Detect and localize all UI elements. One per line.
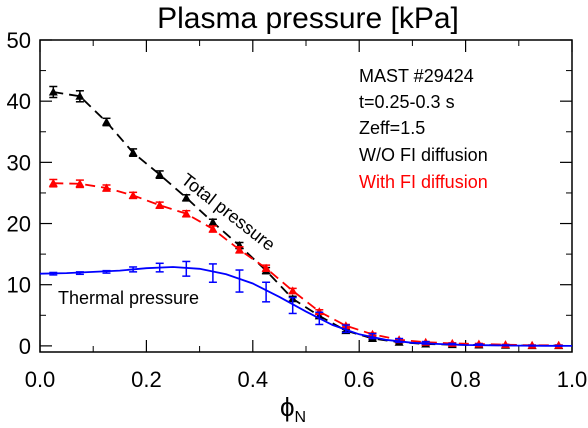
data-point [208,224,218,233]
data-point [155,200,165,209]
plot-axes [39,39,573,353]
annotation-block: MAST #29424 t=0.25-0.3 s Zeff=1.5 W/O FI… [359,66,488,192]
y-tick-label: 0 [19,334,31,359]
x-tick-label: 0.6 [344,367,375,392]
annotation-zeff: Zeff=1.5 [359,118,425,138]
data-point [102,183,111,192]
data-point [155,170,165,179]
annotation-without-fi: W/O FI diffusion [359,145,488,165]
x-tick-label: 0.0 [25,367,56,392]
y-tick-label: 30 [7,150,31,175]
data-point [208,217,218,226]
series-1 [48,178,564,349]
y-tick-label: 20 [7,212,31,237]
data-point [48,178,58,187]
data-point [102,117,111,126]
x-tick-label: 0.2 [131,367,162,392]
series-line [53,182,559,347]
thermal-pressure-label: Thermal pressure [58,288,199,308]
data-series [39,85,573,350]
data-point [288,286,298,295]
data-point [181,193,191,202]
annotation-with-fi: With FI diffusion [359,172,488,192]
data-point [128,148,138,157]
x-axis-label-main: ϕ [280,392,295,422]
y-tick-label: 40 [7,89,31,114]
series-2 [39,260,573,347]
data-point [314,307,324,316]
data-point [75,91,85,100]
x-axis-label: ϕN [280,392,306,426]
series-0 [48,85,564,350]
y-tick-label: 10 [7,273,31,298]
total-pressure-label: Total pressure [178,169,279,254]
annotation-shot: MAST #29424 [359,66,474,86]
data-point [48,87,58,96]
tick-labels: 0.0 0.2 0.4 0.6 0.8 1.0 0 10 20 30 40 50 [7,28,588,392]
data-point [128,190,138,199]
annotation-time: t=0.25-0.3 s [359,92,455,112]
x-tick-label: 1.0 [557,367,588,392]
data-point [235,245,244,254]
x-tick-label: 0.8 [450,367,481,392]
x-tick-label: 0.4 [238,367,269,392]
series-line [39,266,573,347]
data-point [181,209,191,218]
chart-title: Plasma pressure [kPa] [157,2,459,35]
x-axis-label-subscript: N [295,409,307,426]
data-point [75,179,85,188]
y-tick-label: 50 [7,28,31,53]
data-point [261,263,271,272]
